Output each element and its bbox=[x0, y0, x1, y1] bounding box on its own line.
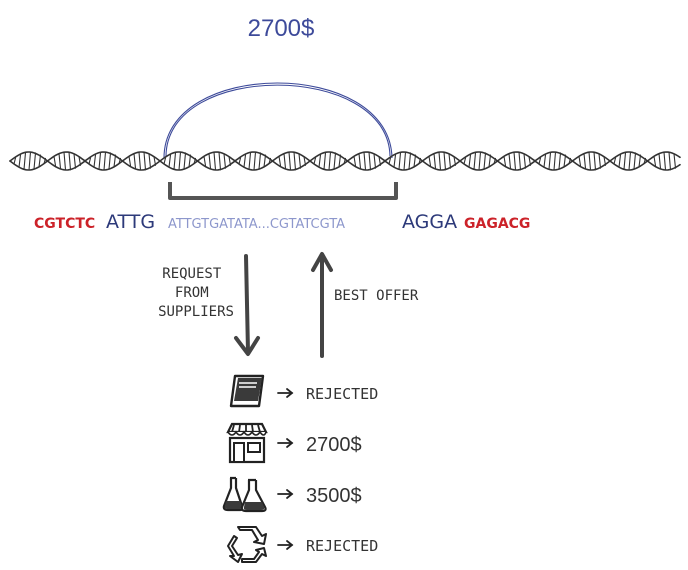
supplier-3-arrow bbox=[277, 489, 294, 499]
request-line-1: REQUEST bbox=[162, 266, 222, 282]
dna-helix bbox=[9, 151, 681, 171]
best-offer-arrow bbox=[311, 252, 333, 358]
supplier-3-result: 3500$ bbox=[306, 485, 362, 507]
request-line-3: SUPPLIERS bbox=[158, 304, 234, 320]
store-icon bbox=[226, 422, 268, 464]
helix-strand bbox=[9, 151, 681, 171]
left-overhang: CGTCTC bbox=[34, 216, 95, 232]
recycle-icon bbox=[227, 526, 267, 563]
sequence-line: CGTCTC ATTG ATTGTGATATA...CGTATCGTA AGGA… bbox=[34, 211, 530, 233]
request-arrow bbox=[234, 254, 260, 356]
supplier-1-result: REJECTED bbox=[306, 385, 378, 403]
supplier-4-result: REJECTED bbox=[306, 537, 378, 555]
insert-sequence: ATTGTGATATA...CGTATCGTA bbox=[168, 217, 345, 232]
helix-rungs bbox=[13, 151, 677, 171]
insert-bracket bbox=[168, 182, 398, 200]
request-label: REQUEST FROM SUPPLIERS bbox=[158, 266, 234, 320]
supplier-2-result: 2700$ bbox=[306, 434, 362, 456]
price-label: 2700$ bbox=[248, 15, 315, 42]
lab-flasks-icon bbox=[222, 476, 267, 513]
price-arc bbox=[163, 82, 393, 159]
book-icon bbox=[229, 374, 265, 408]
request-line-2: FROM bbox=[175, 285, 209, 301]
right-overhang: GAGACG bbox=[464, 216, 530, 232]
right-site: AGGA bbox=[402, 211, 457, 233]
left-site: ATTG bbox=[106, 211, 155, 233]
best-offer-label: BEST OFFER bbox=[334, 288, 419, 304]
supplier-4-arrow bbox=[277, 540, 294, 550]
supplier-2-arrow bbox=[277, 438, 294, 448]
supplier-1-arrow bbox=[277, 388, 294, 398]
